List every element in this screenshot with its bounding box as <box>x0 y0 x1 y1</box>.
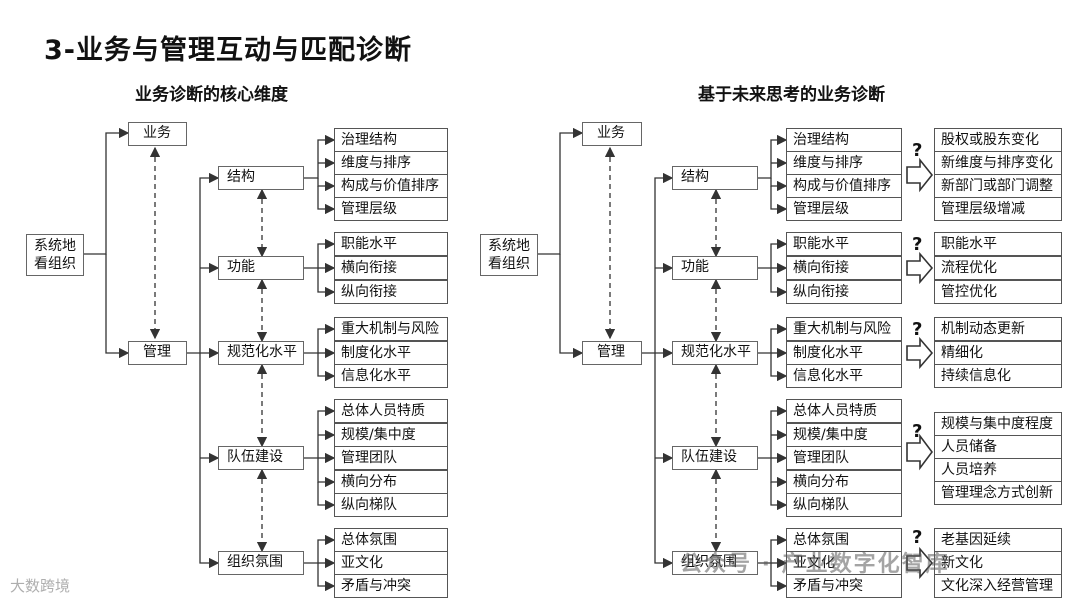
right-item: 横向衔接 <box>786 256 902 280</box>
right-result: 管控优化 <box>934 280 1062 304</box>
left-item: 纵向衔接 <box>334 280 448 304</box>
left-root-box: 系统地 看组织 <box>26 234 84 276</box>
right-item: 亚文化 <box>786 551 902 575</box>
right-item: 重大机制与风险 <box>786 317 902 341</box>
right-result: 人员储备 <box>934 435 1062 459</box>
left-group-standardization: 规范化水平 <box>218 341 304 365</box>
right-management-box: 管理 <box>582 341 642 365</box>
left-item: 矛盾与冲突 <box>334 574 448 598</box>
right-item: 信息化水平 <box>786 364 902 388</box>
right-result: 管理层级增减 <box>934 197 1062 221</box>
left-group-atmosphere: 组织氛围 <box>218 551 304 575</box>
question-mark: ? <box>912 527 923 548</box>
right-result: 持续信息化 <box>934 364 1062 388</box>
right-group-team: 队伍建设 <box>672 446 758 470</box>
watermark-left: 大数跨境 <box>10 577 71 595</box>
right-item: 总体人员特质 <box>786 399 902 423</box>
left-item: 总体人员特质 <box>334 399 448 423</box>
right-result: 老基因延续 <box>934 528 1062 552</box>
right-root-line1: 系统地 <box>488 238 530 254</box>
question-mark: ? <box>912 421 923 442</box>
right-group-function: 功能 <box>672 256 758 280</box>
left-item: 管理层级 <box>334 197 448 221</box>
left-item: 横向衔接 <box>334 256 448 280</box>
right-root-box: 系统地 看组织 <box>480 234 538 276</box>
right-result: 新文化 <box>934 551 1062 575</box>
right-item: 管理团队 <box>786 446 902 470</box>
left-root-line1: 系统地 <box>34 238 76 254</box>
right-item: 维度与排序 <box>786 151 902 175</box>
left-group-function: 功能 <box>218 256 304 280</box>
right-item: 纵向梯队 <box>786 493 902 517</box>
right-result: 规模与集中度程度 <box>934 412 1062 436</box>
right-item: 制度化水平 <box>786 341 902 365</box>
right-result: 职能水平 <box>934 232 1062 256</box>
left-item: 重大机制与风险 <box>334 317 448 341</box>
right-result: 新部门或部门调整 <box>934 174 1062 198</box>
right-business-box: 业务 <box>582 122 642 146</box>
right-item: 规模/集中度 <box>786 423 902 447</box>
left-group-team: 队伍建设 <box>218 446 304 470</box>
left-item: 规模/集中度 <box>334 423 448 447</box>
right-result: 精细化 <box>934 341 1062 365</box>
left-item: 总体氛围 <box>334 528 448 552</box>
right-group-atmosphere: 组织氛围 <box>672 551 758 575</box>
right-subtitle: 基于未来思考的业务诊断 <box>698 85 885 105</box>
hollow-arrows <box>906 157 934 580</box>
right-root-line2: 看组织 <box>488 256 530 272</box>
page-title: 3-业务与管理互动与匹配诊断 <box>44 35 412 66</box>
right-result: 股权或股东变化 <box>934 128 1062 152</box>
right-item: 横向分布 <box>786 470 902 494</box>
left-item: 管理团队 <box>334 446 448 470</box>
left-management-box: 管理 <box>128 341 187 365</box>
left-item: 职能水平 <box>334 232 448 256</box>
question-mark: ? <box>912 234 923 255</box>
right-result: 机制动态更新 <box>934 317 1062 341</box>
left-item: 维度与排序 <box>334 151 448 175</box>
right-group-standardization: 规范化水平 <box>672 341 758 365</box>
right-item: 职能水平 <box>786 232 902 256</box>
left-root-line2: 看组织 <box>34 256 76 272</box>
right-result: 新维度与排序变化 <box>934 151 1062 175</box>
right-item: 管理层级 <box>786 197 902 221</box>
right-item: 构成与价值排序 <box>786 174 902 198</box>
left-item: 亚文化 <box>334 551 448 575</box>
right-result: 管理理念方式创新 <box>934 481 1062 505</box>
question-mark: ? <box>912 140 923 161</box>
right-result: 文化深入经营管理 <box>934 574 1062 598</box>
right-item: 治理结构 <box>786 128 902 152</box>
right-result: 人员培养 <box>934 458 1062 482</box>
left-group-structure: 结构 <box>218 166 304 190</box>
right-item: 总体氛围 <box>786 528 902 552</box>
left-item: 横向分布 <box>334 470 448 494</box>
left-item: 制度化水平 <box>334 341 448 365</box>
question-mark: ? <box>912 319 923 340</box>
right-item: 矛盾与冲突 <box>786 574 902 598</box>
left-item: 纵向梯队 <box>334 493 448 517</box>
right-group-structure: 结构 <box>672 166 758 190</box>
left-item: 信息化水平 <box>334 364 448 388</box>
left-subtitle: 业务诊断的核心维度 <box>135 85 288 105</box>
left-item: 构成与价值排序 <box>334 174 448 198</box>
watermark-right: 公众号 · 产业数字化智库 <box>680 552 950 577</box>
right-result: 流程优化 <box>934 256 1062 280</box>
right-item: 纵向衔接 <box>786 280 902 304</box>
left-business-box: 业务 <box>128 122 187 146</box>
left-item: 治理结构 <box>334 128 448 152</box>
